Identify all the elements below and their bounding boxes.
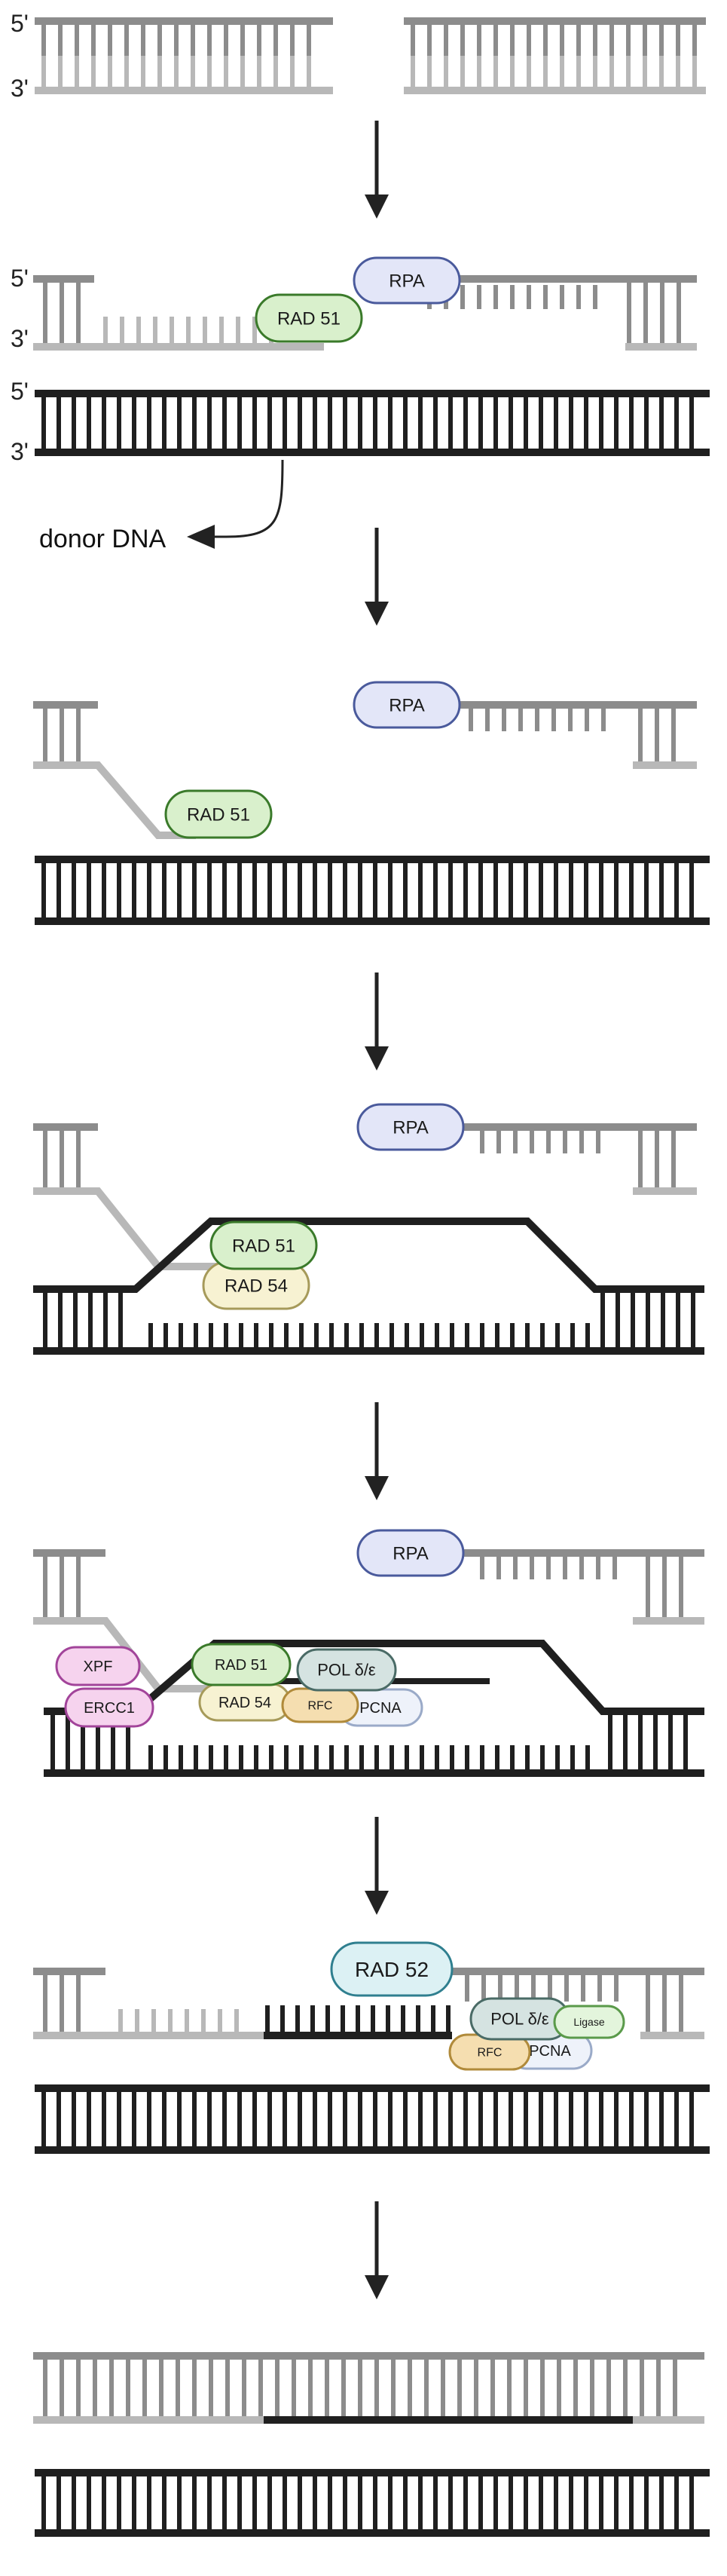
pcna-protein-label: PCNA [359,1700,402,1717]
rad54-protein: RAD 54 [202,1260,310,1310]
rad51-protein-shape [209,1221,318,1270]
rpa-protein-shape [353,681,461,729]
step-arrow-head [365,602,389,626]
pol-protein: POL δ/ε [469,1997,570,2041]
rad51-protein: RAD 51 [164,789,273,839]
ercc1-protein-shape [64,1687,154,1728]
rfc-protein: RFC [281,1687,359,1723]
rpa-protein-label: RPA [393,1117,429,1138]
ligase-protein-shape [553,2005,625,2039]
arrows-layer [187,121,389,2299]
rad51-protein-label: RAD 51 [277,308,341,329]
rpa-protein: RPA [356,1529,465,1577]
rad51-protein-shape [164,789,273,839]
five-prime-label: 5' [11,378,29,405]
rad52-protein-label: RAD 52 [355,1958,429,1981]
rpa-protein: RPA [356,1103,465,1151]
xpf-protein-shape [55,1646,141,1686]
ercc1-protein-label: ERCC1 [84,1700,135,1717]
rad51-protein-shape [191,1643,292,1686]
rfc-protein-label: RFC [478,2047,502,2060]
rpa-protein-label: RPA [389,271,425,291]
five-prime-label: 5' [11,10,29,37]
rpa-protein-label: RPA [393,1543,429,1564]
five-prime-label: 5' [11,265,29,292]
rad54-protein-label: RAD 54 [218,1695,271,1711]
proteins-layer: RPA RAD 51 RPA RAD 51 RPA RAD 54 RAD 51 RPA XPF E… [55,256,625,2071]
labels-layer: 5' 3' 5' 3' 5' 3' donor DNA [11,10,166,553]
ercc1-protein: ERCC1 [64,1687,154,1728]
xpf-protein: XPF [55,1646,141,1686]
step-arrow-head [365,1891,389,1915]
dna-layer [33,17,710,2537]
step-arrow-head [365,195,389,219]
ligase-protein: Ligase [553,2005,625,2039]
rad51-protein: RAD 51 [209,1221,318,1270]
rad51-protein-shape [255,293,363,343]
rfc-protein-label: RFC [308,1700,333,1713]
ligase-protein-label: Ligase [573,2016,604,2028]
donor-dna-label: donor DNA [39,525,166,553]
rad51-protein-label: RAD 51 [215,1657,267,1674]
invading-strand [33,1187,241,1270]
step-arrow-head [365,2275,389,2299]
pol-protein-shape [296,1648,397,1692]
rad52-protein-shape [330,1941,454,1997]
rfc-protein: RFC [448,2033,531,2071]
rpa-protein-shape [356,1529,465,1577]
pcna-protein-label: PCNA [529,2043,571,2060]
rad51-protein-label: RAD 51 [187,804,250,825]
rad51-protein: RAD 51 [191,1643,292,1686]
rad51-protein: RAD 51 [255,293,363,343]
pcna-protein: PCNA [507,2031,593,2070]
rpa-protein-shape [356,1103,465,1151]
donor-callout-head [187,525,215,549]
rad54-protein-label: RAD 54 [225,1276,288,1296]
pol-protein-label: POL δ/ε [317,1661,376,1680]
pol-protein: POL δ/ε [296,1648,397,1692]
rpa-protein: RPA [353,681,461,729]
donor-callout-line [207,459,284,538]
three-prime-label: 3' [11,75,29,102]
rad54-protein: RAD 54 [198,1683,292,1722]
xpf-protein-label: XPF [84,1659,113,1675]
step-arrow-head [365,1046,389,1071]
pol-protein-label: POL δ/ε [490,2010,549,2029]
step-arrow-head [365,1476,389,1500]
rpa-protein-label: RPA [389,695,425,715]
rad51-protein-label: RAD 51 [232,1236,295,1256]
three-prime-label: 3' [11,325,29,352]
three-prime-label: 3' [11,438,29,465]
rpa-protein-shape [353,256,461,305]
rad52-protein: RAD 52 [330,1941,454,1997]
rpa-protein: RPA [353,256,461,305]
